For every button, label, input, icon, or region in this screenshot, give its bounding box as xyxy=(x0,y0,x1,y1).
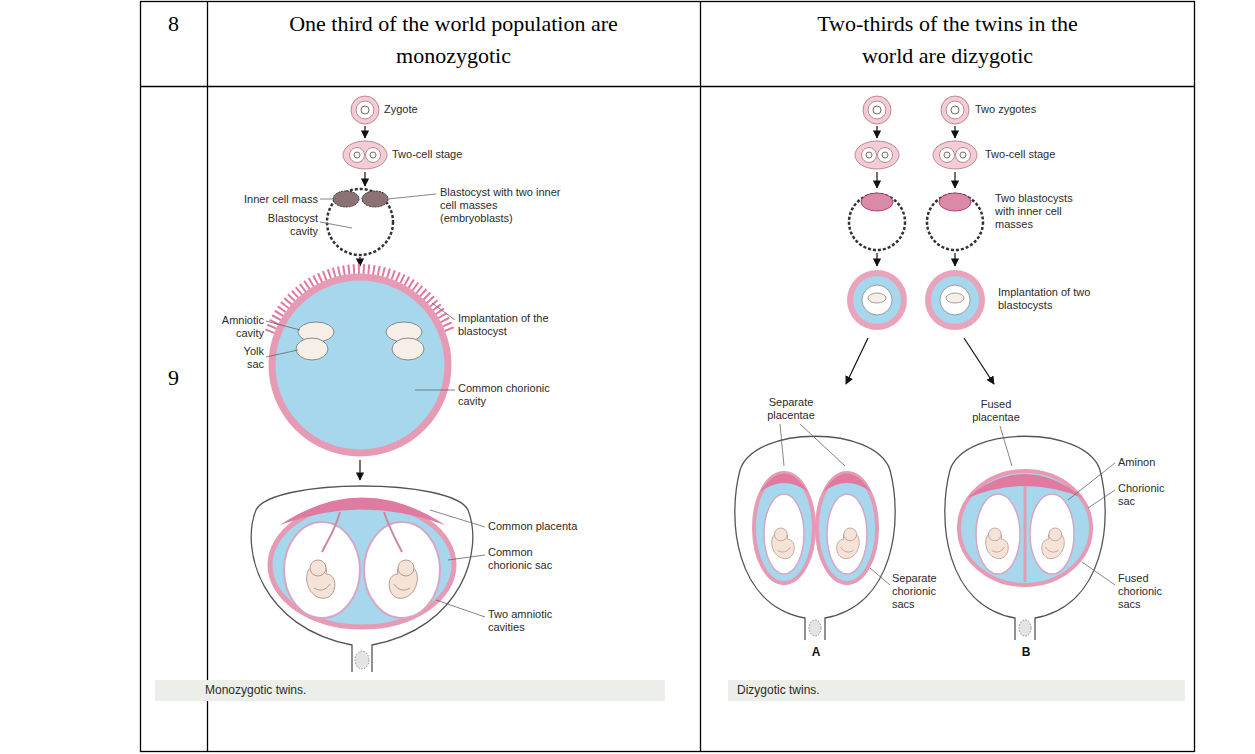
panel-letter: A xyxy=(808,645,824,659)
panel-letter: B xyxy=(1018,645,1034,659)
part-label: Fused chorionic sacs xyxy=(1118,572,1174,611)
cell-number: 8 xyxy=(140,8,207,40)
part-label: Chorionic sac xyxy=(1118,482,1174,508)
table-cell: Two-thirds of the twins in the world are… xyxy=(700,8,1195,72)
table-cell: One third of the world population are mo… xyxy=(207,8,700,72)
part-label: Amniotic cavity xyxy=(206,314,264,340)
figure-caption: Dizygotic twins. xyxy=(737,683,1037,698)
monozygotic-figure xyxy=(251,96,473,672)
part-label: Two amniotic cavities xyxy=(488,608,578,634)
part-label: Blastocyst cavity xyxy=(242,212,318,238)
figure-caption: Monozygotic twins. xyxy=(205,683,505,698)
part-label: Separate chorionic sacs xyxy=(892,572,944,611)
cell-number: 9 xyxy=(140,362,207,394)
part-label: Fused placentae xyxy=(965,398,1027,424)
part-label: Blastocyst with two inner cell masses (e… xyxy=(440,186,565,225)
part-label: Implantation of two blastocysts xyxy=(998,286,1102,312)
part-label: Separate placentae xyxy=(760,396,822,422)
caption-band xyxy=(155,680,665,701)
dizygotic-figure xyxy=(735,96,1105,640)
part-label: Implantation of the blastocyst xyxy=(458,312,568,338)
part-label: Inner cell mass xyxy=(226,193,318,206)
part-label: Two-cell stage xyxy=(985,148,1085,161)
part-label: Common chorionic cavity xyxy=(458,382,558,408)
part-label: Zygote xyxy=(384,103,464,116)
table-grid xyxy=(141,2,1195,752)
part-label: Yolk sac xyxy=(232,345,264,371)
part-label: Two blastocysts with inner cell masses xyxy=(995,192,1083,231)
caption-band xyxy=(728,680,1185,701)
part-label: Two zygotes xyxy=(975,103,1075,116)
part-label: Two-cell stage xyxy=(392,148,492,161)
leader-line xyxy=(266,194,485,617)
leader-line xyxy=(780,424,1115,585)
part-label: Common placenta xyxy=(488,520,608,533)
part-label: Common chorionic sac xyxy=(488,546,578,572)
part-label: Aminon xyxy=(1118,456,1178,469)
